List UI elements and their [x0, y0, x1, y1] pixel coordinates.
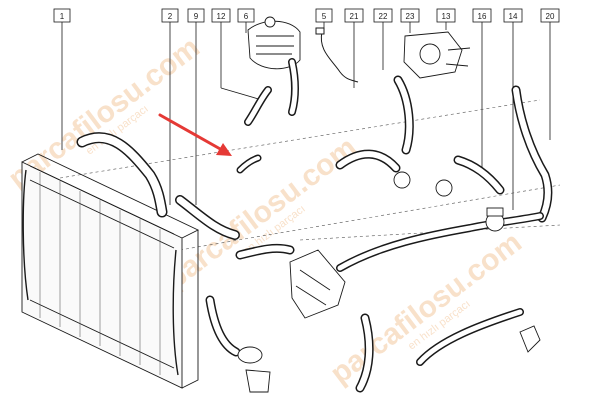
- radiator: [21, 153, 200, 389]
- hose-radiator-top: [76, 132, 168, 218]
- callout-label-22: 22: [379, 12, 388, 21]
- callout-label-13: 13: [442, 12, 451, 21]
- callout-label-2: 2: [168, 12, 173, 21]
- water-pump: [237, 346, 271, 393]
- sensor-harness: [315, 27, 359, 83]
- hose-9: [175, 195, 240, 240]
- callout-9: [187, 8, 205, 205]
- hose-22: [393, 75, 414, 155]
- callout-23: [400, 8, 420, 33]
- hose-lower-right: [416, 308, 524, 366]
- callout-14: [503, 8, 523, 210]
- thermostat-housing: [403, 31, 471, 79]
- callout-label-12: 12: [217, 12, 226, 21]
- highlight-arrow: [158, 113, 232, 156]
- callout-6: [237, 8, 255, 33]
- callout-label-6: 6: [244, 12, 249, 21]
- callout-21: [344, 8, 364, 88]
- callout-label-14: 14: [509, 12, 518, 21]
- callout-22: [373, 8, 393, 70]
- hose-16: [453, 155, 505, 195]
- callout-label-21: 21: [350, 12, 359, 21]
- callout-label-23: 23: [406, 12, 415, 21]
- callout-label-16: 16: [478, 12, 487, 21]
- callout-label-9: 9: [194, 12, 199, 21]
- hose-center: [235, 243, 295, 260]
- hoses: [76, 58, 553, 393]
- hose-main-pipe: [336, 212, 544, 272]
- callout-16: [472, 8, 492, 170]
- callout-13: [436, 8, 456, 30]
- thermostat: [393, 171, 453, 197]
- callout-12: [211, 8, 263, 101]
- hose-20: [511, 85, 553, 223]
- hose-bottom-center: [355, 313, 374, 393]
- control-valve: [485, 207, 505, 232]
- hose-12: [244, 86, 272, 126]
- expansion-tank: [247, 16, 301, 70]
- clip: [519, 325, 541, 353]
- callout-label-5: 5: [322, 12, 327, 21]
- callout-2: [161, 8, 179, 205]
- callout-1: [53, 8, 71, 150]
- hose-21: [335, 149, 401, 173]
- coolant-manifold: [289, 249, 346, 319]
- callout-label-1: 1: [60, 12, 65, 21]
- hose-tank-lower: [288, 58, 299, 116]
- assembly-guides: [59, 99, 561, 251]
- callout-20: [540, 8, 560, 140]
- hose-bottom: [205, 295, 241, 357]
- highlighted-hose: [236, 154, 262, 174]
- callout-label-20: 20: [546, 12, 555, 21]
